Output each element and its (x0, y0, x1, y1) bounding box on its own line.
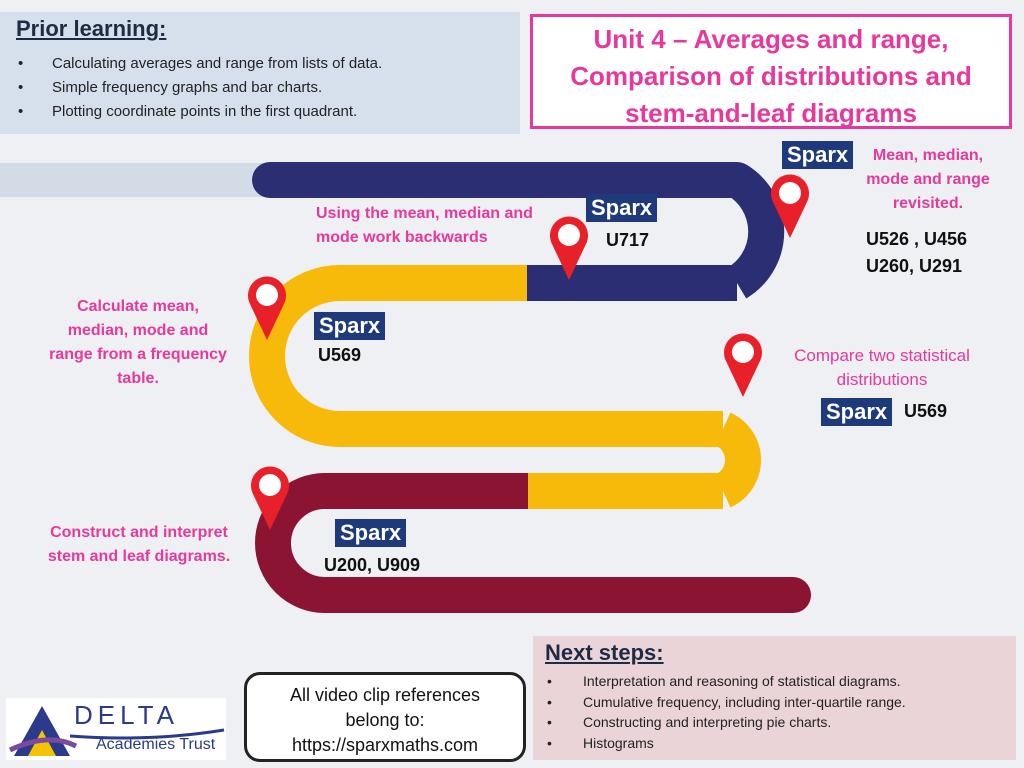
road-lead-in (0, 163, 270, 197)
map-pin-icon (248, 276, 286, 340)
delta-triangle-icon (8, 706, 78, 756)
list-item: Calculating averages and range from list… (14, 52, 382, 76)
label-line: range from a frequency (49, 346, 227, 363)
label-line: Construct and interpret (50, 524, 228, 541)
map-pin-icon (724, 333, 762, 397)
note-line: All video clip references (289, 685, 481, 705)
list-item: Simple frequency graphs and bar charts. (14, 76, 382, 100)
clip-code: U260, U291 (866, 256, 963, 276)
logo-swoosh (70, 728, 225, 740)
unit-title-line: Comparison of distributions and (570, 61, 972, 91)
road-bend-yellow-right (714, 412, 761, 508)
prior-learning-list: Calculating averages and range from list… (14, 52, 382, 124)
label-line: mode work backwards (316, 229, 488, 246)
list-item: Constructing and interpreting pie charts… (543, 712, 906, 733)
logo-name: DELTA (74, 700, 179, 730)
prior-learning-panel: Prior learning: Calculating averages and… (0, 12, 520, 134)
road-bend-yellow-left (249, 265, 341, 447)
label-line: revisited. (892, 195, 964, 212)
road-bend-navy-right (727, 164, 785, 299)
milestone-compare-distributions-label: Compare two statistical distributions (786, 344, 978, 392)
milestone-work-backwards-label: Using the mean, median and mode work bac… (316, 202, 533, 250)
milestone-frequency-table-label: Calculate mean, median, mode and range f… (38, 295, 238, 391)
label-line: distributions (836, 370, 928, 389)
label-line: Compare two statistical (794, 346, 970, 365)
label-line: mode and range (866, 171, 990, 188)
clip-code: U200, U909 (324, 555, 421, 575)
road-bend-maroon-left (255, 473, 326, 613)
label-line: table. (117, 370, 159, 387)
video-references-note: All video clip references belong to: htt… (244, 672, 526, 762)
unit-title-line: stem-and-leaf diagrams (625, 98, 917, 128)
list-item: Interpretation and reasoning of statisti… (543, 671, 906, 692)
label-line: Mean, median, (872, 147, 984, 164)
map-pin-icon (771, 174, 809, 238)
list-item: Plotting coordinate points in the first … (14, 100, 382, 124)
sparx-badge: Sparx (586, 194, 658, 222)
sparx-badge: Sparx (782, 141, 854, 169)
list-item: Cumulative frequency, including inter-qu… (543, 692, 906, 713)
label-line: Calculate mean, (77, 298, 199, 315)
milestone-codes: U526 , U456 U260, U291 (866, 226, 967, 280)
logo-subtitle: Academies Trust (96, 736, 216, 753)
label-line: median, mode and (67, 322, 209, 339)
sparx-badge: Sparx (335, 519, 407, 547)
delta-logo: DELTA Academies Trust (6, 698, 226, 760)
milestone-mean-median-mode-label: Mean, median, mode and range revisited. (858, 144, 998, 216)
list-item: Histograms (543, 733, 906, 754)
next-steps-heading: Next steps: (545, 640, 664, 665)
sparx-badge: Sparx (314, 312, 386, 340)
clip-code: U569 (318, 345, 362, 365)
label-line: Using the mean, median and (316, 205, 533, 222)
milestone-stem-leaf-label: Construct and interpret stem and leaf di… (38, 521, 240, 569)
clip-code: U526 , U456 (866, 229, 968, 249)
next-steps-list: Interpretation and reasoning of statisti… (543, 671, 906, 753)
unit-title-box: Unit 4 – Averages and range, Comparison … (530, 14, 1012, 129)
sparx-badge: Sparx (821, 398, 893, 426)
note-line: belong to: (345, 710, 425, 730)
clip-code: U717 (606, 230, 650, 250)
map-pin-icon (550, 216, 588, 280)
unit-title-line: Unit 4 – Averages and range, (593, 24, 949, 54)
clip-code: U569 (904, 401, 948, 421)
map-pin-icon (251, 466, 289, 530)
next-steps-panel: Next steps: Interpretation and reasoning… (533, 636, 1016, 760)
prior-learning-heading: Prior learning: (16, 16, 167, 41)
sparx-url: https://sparxmaths.com (291, 735, 479, 755)
label-line: stem and leaf diagrams. (47, 548, 231, 565)
